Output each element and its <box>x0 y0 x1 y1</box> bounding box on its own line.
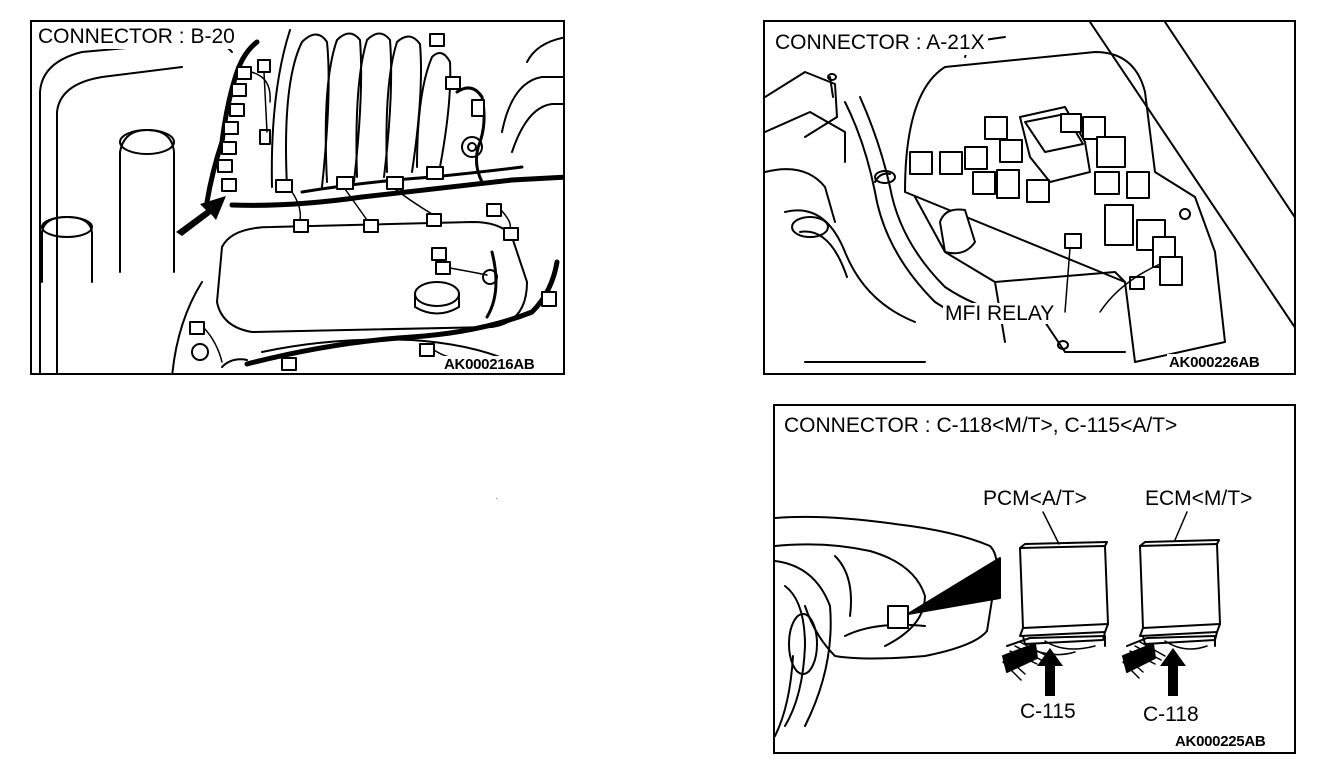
panel-connector-b20: CONNECTOR : B-20 AK000216AB <box>30 20 565 375</box>
engine-bay-illustration <box>39 29 563 373</box>
panel-title: CONNECTOR : B-20 <box>36 25 238 49</box>
pcm-ecm-illustration <box>775 511 1221 737</box>
panel-connector-a21x: CONNECTOR : A-21X MFI RELAY AK000226AB <box>763 20 1296 375</box>
figure-code: AK000225AB <box>1173 733 1268 750</box>
ecm-label: ECM<M/T> <box>1143 487 1255 510</box>
panel-title: CONNECTOR : C-118<M/T>, C-115<A/T> <box>782 414 1181 438</box>
pcm-label: PCM<A/T> <box>981 487 1089 510</box>
arrow-up-icon <box>1037 648 1063 696</box>
c118-label: C-118 <box>1141 703 1201 726</box>
c115-label: C-115 <box>1018 700 1078 723</box>
figure-code: AK000226AB <box>1167 354 1262 371</box>
mfi-relay-label: MFI RELAY <box>943 302 1057 325</box>
scan-speck <box>496 498 497 499</box>
relay-box-illustration <box>765 22 1294 363</box>
arrow-up-icon <box>1160 648 1186 696</box>
panel-title: CONNECTOR : A-21X <box>773 31 988 55</box>
figure-code: AK000216AB <box>442 356 537 373</box>
arrow-pointer-icon <box>176 196 226 236</box>
panel-connector-c118-c115: CONNECTOR : C-118<M/T>, C-115<A/T> PCM<A… <box>773 404 1296 754</box>
